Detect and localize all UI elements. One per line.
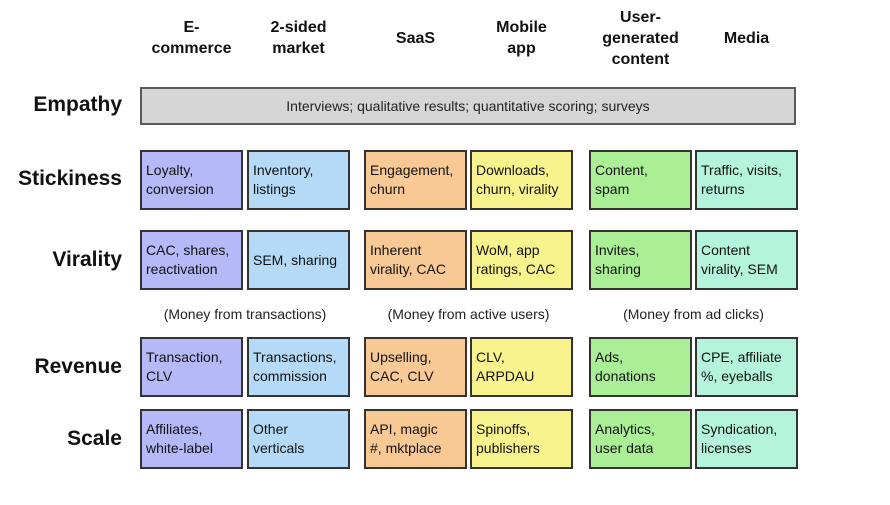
cell-stickiness-ecommerce: Loyalty, conversion: [140, 150, 243, 210]
cell-scale-two-sided-market: Other verticals: [247, 409, 350, 469]
column-header-saas: SaaS: [395, 29, 436, 47]
row-label-stickiness: Stickiness: [18, 167, 122, 190]
cell-revenue-user-generated-content: Ads, donations: [589, 337, 692, 397]
cell-stickiness-two-sided-market: Inventory, listings: [247, 150, 350, 210]
column-header-two-sided-market: 2-sided market: [270, 19, 327, 57]
group-note-transactions: (Money from transactions): [163, 306, 327, 322]
empathy-bar: Interviews; qualitative results; quantit…: [140, 87, 796, 125]
cell-revenue-mobile-app: CLV, ARPDAU: [470, 337, 573, 397]
cell-revenue-saas: Upselling, CAC, CLV: [364, 337, 467, 397]
cell-stickiness-mobile-app: Downloads, churn, virality: [470, 150, 573, 210]
cell-scale-user-generated-content: Analytics, user data: [589, 409, 692, 469]
column-header-user-generated-content: User- generated content: [602, 8, 679, 68]
cell-virality-ecommerce: CAC, shares, reactivation: [140, 230, 243, 290]
cell-virality-two-sided-market: SEM, sharing: [247, 230, 350, 290]
cell-virality-mobile-app: WoM, app ratings, CAC: [470, 230, 573, 290]
cell-stickiness-media: Traffic, visits, returns: [695, 150, 798, 210]
column-header-media: Media: [723, 29, 770, 47]
cell-scale-mobile-app: Spinoffs, publishers: [470, 409, 573, 469]
cell-virality-saas: Inherent virality, CAC: [364, 230, 467, 290]
cell-virality-media: Content virality, SEM: [695, 230, 798, 290]
group-note-ad-clicks: (Money from ad clicks): [623, 306, 764, 322]
cell-scale-saas: API, magic #, mktplace: [364, 409, 467, 469]
column-header-mobile-app: Mobile app: [496, 19, 547, 57]
cell-scale-media: Syndication, licenses: [695, 409, 798, 469]
cell-stickiness-saas: Engagement, churn: [364, 150, 467, 210]
cell-virality-user-generated-content: Invites, sharing: [589, 230, 692, 290]
row-label-scale: Scale: [67, 427, 122, 450]
cell-revenue-ecommerce: Transaction, CLV: [140, 337, 243, 397]
group-note-active-users: (Money from active users): [387, 306, 550, 322]
cell-stickiness-user-generated-content: Content, spam: [589, 150, 692, 210]
cell-revenue-media: CPE, affiliate %, eyeballs: [695, 337, 798, 397]
row-label-empathy: Empathy: [33, 93, 122, 116]
cell-scale-ecommerce: Affiliates, white-label: [140, 409, 243, 469]
row-label-revenue: Revenue: [34, 355, 122, 378]
row-label-virality: Virality: [52, 248, 122, 271]
column-header-ecommerce: E- commerce: [151, 19, 232, 57]
cell-revenue-two-sided-market: Transactions, commission: [247, 337, 350, 397]
